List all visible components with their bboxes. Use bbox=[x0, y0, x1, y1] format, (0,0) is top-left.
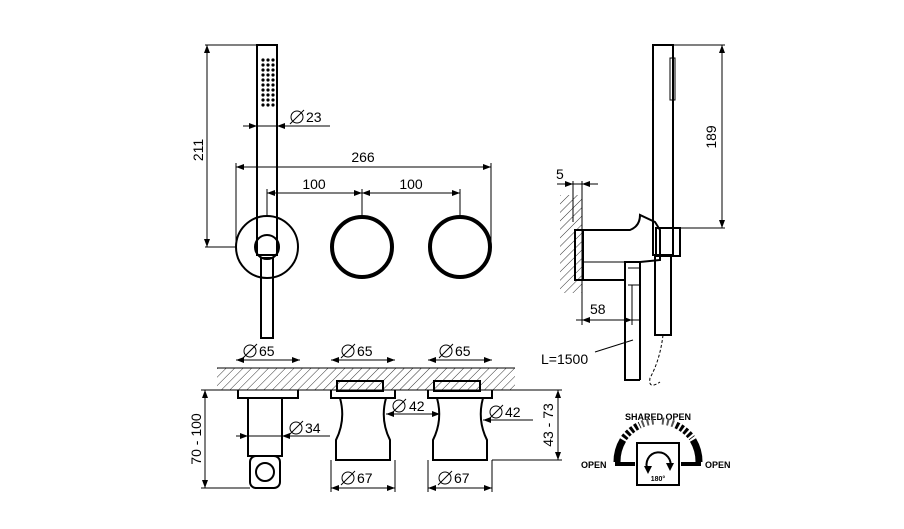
dim-dia-65-c: 65 bbox=[455, 343, 471, 359]
plan-view: 65 65 65 34 42 bbox=[188, 343, 562, 492]
label-shared-open: SHARED OPEN bbox=[625, 412, 691, 422]
plan-holder-plate bbox=[237, 390, 299, 399]
dim-211: 211 bbox=[190, 139, 206, 162]
mixer-handle-2 bbox=[428, 215, 492, 279]
hand-shower-body bbox=[256, 44, 278, 256]
hose-length: L=1500 bbox=[541, 351, 588, 367]
holder-plate bbox=[235, 215, 299, 279]
label-open-left: OPEN bbox=[581, 460, 607, 470]
plan-holder-body bbox=[247, 397, 283, 457]
dim-266: 266 bbox=[351, 149, 375, 165]
dim-43-73: 43 - 73 bbox=[540, 403, 556, 447]
side-body bbox=[582, 213, 661, 281]
label-open-right: OPEN bbox=[705, 460, 731, 470]
open-legend: SHARED OPEN OPEN OPEN 180° bbox=[581, 412, 731, 486]
rotation-arrow-icon bbox=[645, 451, 672, 471]
front-view: 211 23 266 100 100 bbox=[190, 44, 492, 339]
hose-connector bbox=[260, 257, 274, 339]
diameter-symbol bbox=[290, 110, 304, 124]
dim-dia-42-a: 42 bbox=[409, 398, 425, 414]
rotation-knob bbox=[636, 442, 680, 486]
plan-mixer-1 bbox=[335, 397, 391, 461]
side-shower-head bbox=[669, 57, 676, 101]
side-view: 5 189 58 L=1500 bbox=[541, 44, 725, 386]
dim-dia-23: 23 bbox=[306, 109, 322, 125]
dim-189: 189 bbox=[703, 125, 719, 149]
dim-dia-67-b: 67 bbox=[454, 470, 470, 486]
dim-dia-34: 34 bbox=[305, 420, 321, 436]
wall-section bbox=[560, 195, 582, 293]
dim-dia-42-b: 42 bbox=[505, 404, 521, 420]
plan-mixer-2 bbox=[432, 397, 488, 461]
label-rotation: 180° bbox=[651, 475, 666, 483]
spray-nozzles bbox=[261, 58, 275, 107]
dim-58: 58 bbox=[590, 301, 606, 317]
plan-holder-cup bbox=[249, 455, 281, 489]
shared-open-arc bbox=[613, 417, 703, 463]
wall-band bbox=[217, 368, 515, 390]
dim-dia-65-b: 65 bbox=[357, 343, 373, 359]
dim-dia-65-a: 65 bbox=[259, 343, 275, 359]
dim-5: 5 bbox=[556, 166, 564, 182]
dim-70-100: 70 - 100 bbox=[188, 413, 204, 465]
hose-dashed bbox=[649, 334, 664, 386]
dim-100-right: 100 bbox=[399, 176, 423, 192]
side-shower-handle bbox=[654, 254, 672, 336]
mixer-handle-1 bbox=[330, 215, 394, 279]
dim-dia-67-a: 67 bbox=[357, 470, 373, 486]
dim-100-left: 100 bbox=[302, 176, 326, 192]
